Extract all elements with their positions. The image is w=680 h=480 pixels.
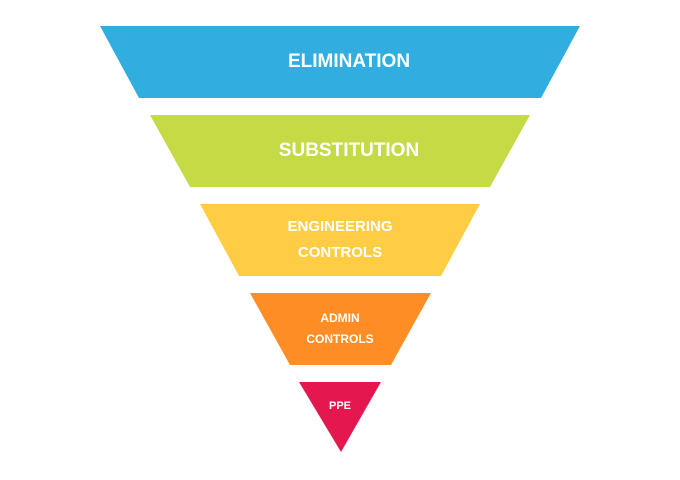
tier-ppe: PPE (299, 382, 381, 452)
tier-admin-controls-label-line1: ADMIN (320, 311, 359, 325)
tier-substitution-shape (150, 115, 530, 187)
tier-admin-controls-label-line2: CONTROLS (306, 332, 373, 346)
tier-ppe-label: PPE (329, 400, 351, 412)
tier-engineering-controls: ENGINEERING CONTROLS (200, 204, 480, 276)
tier-elimination-label: ELIMINATION (288, 51, 410, 72)
tier-engineering-controls-label-line1: ENGINEERING (287, 218, 392, 235)
tier-substitution: SUBSTITUTION (150, 115, 530, 187)
tier-admin-controls: ADMIN CONTROLS (250, 293, 431, 365)
tier-ppe-shape (299, 382, 381, 452)
tier-substitution-label: SUBSTITUTION (279, 140, 419, 161)
tier-admin-controls-shape (250, 293, 431, 365)
tier-engineering-controls-label-line2: CONTROLS (298, 244, 382, 261)
tier-elimination-shape (100, 26, 580, 98)
tier-elimination: ELIMINATION (100, 26, 580, 98)
tier-engineering-controls-shape (200, 204, 480, 276)
